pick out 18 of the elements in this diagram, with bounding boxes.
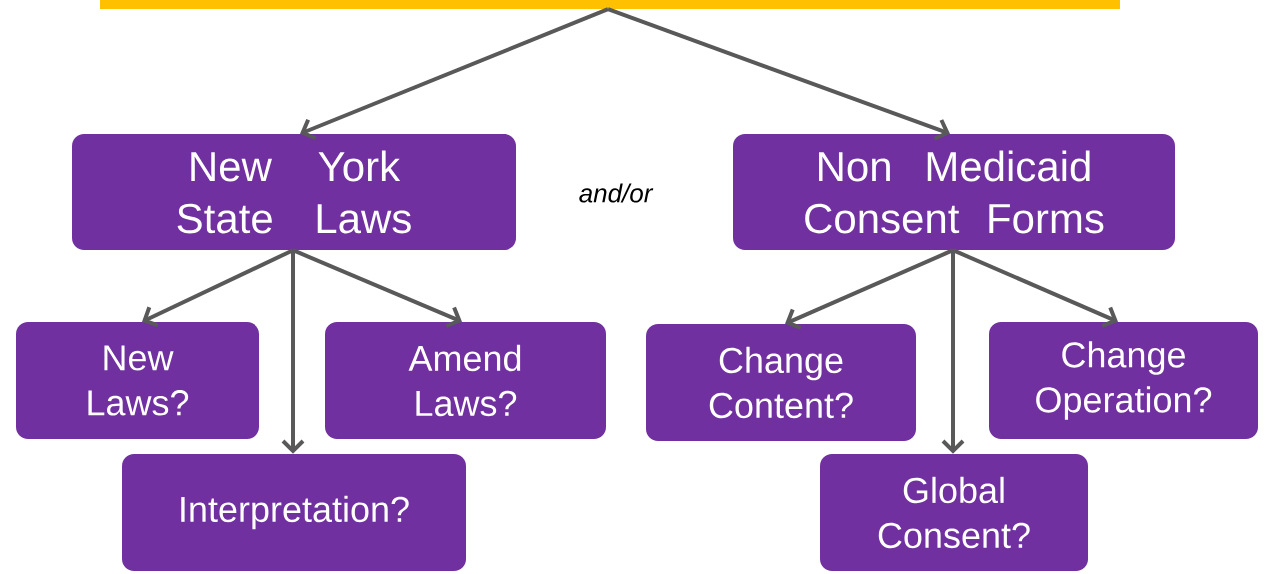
arrow (300, 7, 609, 141)
process-box: Global Consent? (820, 454, 1088, 571)
process-box: New Laws? (16, 322, 259, 439)
process-box: Interpretation? (122, 454, 466, 571)
process-box: Amend Laws? (325, 322, 606, 439)
process-box: Non Medicaid Consent Forms (733, 134, 1175, 250)
arrow (941, 250, 965, 454)
title-box (100, 0, 1120, 9)
arrow (607, 7, 950, 141)
note-text: and/or (579, 183, 654, 203)
arrow (142, 248, 294, 328)
arrow (292, 248, 462, 328)
arrow (281, 250, 305, 454)
process-box: Change Content? (646, 324, 916, 441)
arrow (785, 248, 954, 330)
process-box: New York State Laws (72, 134, 516, 250)
arrow (952, 248, 1118, 328)
process-box: Change Operation? (989, 322, 1258, 439)
